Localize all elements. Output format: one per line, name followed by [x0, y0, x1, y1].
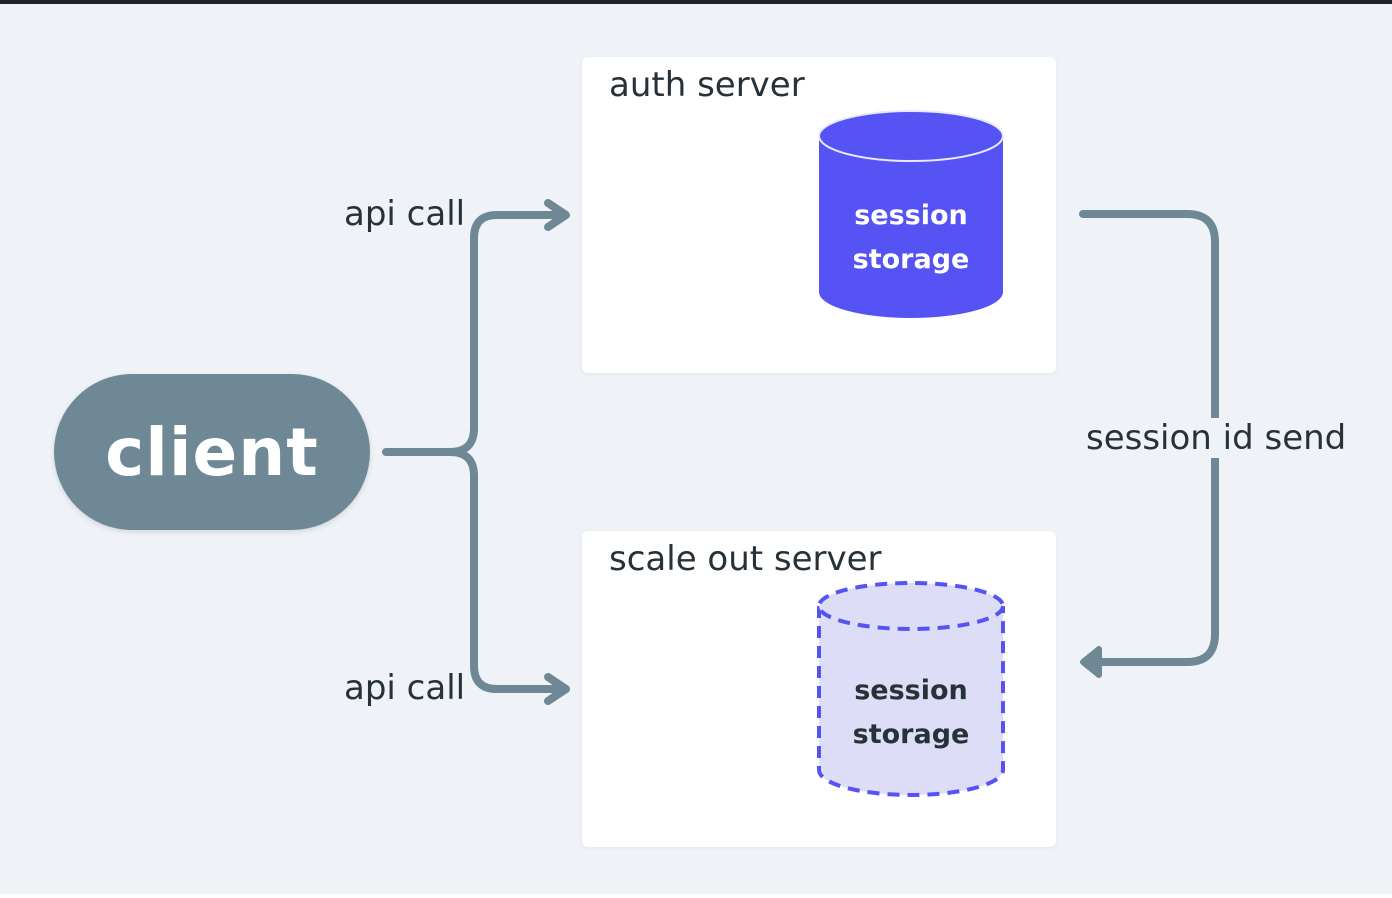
scale-storage-line-1: session	[854, 675, 968, 706]
scale-out-session-storage-label: session storage	[819, 669, 1003, 757]
scale-out-server-title: scale out server	[609, 539, 882, 579]
arrowhead-to-auth-server	[544, 199, 570, 231]
auth-storage-line-1: session	[854, 200, 968, 231]
scale-storage-line-2: storage	[852, 719, 970, 750]
auth-server-title: auth server	[609, 65, 805, 105]
api-call-label-top: api call	[344, 194, 466, 234]
api-call-label-bottom: api call	[344, 668, 466, 708]
auth-session-storage-label: session storage	[819, 194, 1003, 282]
client-branch-line-lower	[446, 448, 559, 693]
client-branch-line	[382, 211, 559, 456]
top-edge-bar	[0, 0, 1392, 4]
arrowhead-to-scale-out-storage	[1080, 646, 1102, 678]
auth-storage-line-2: storage	[852, 244, 970, 275]
client-node: client	[54, 374, 370, 530]
client-label: client	[105, 413, 319, 491]
bottom-edge-bar	[0, 894, 1392, 898]
session-id-send-label: session id send	[1084, 418, 1349, 458]
arrowhead-to-scale-out-server	[544, 673, 570, 705]
